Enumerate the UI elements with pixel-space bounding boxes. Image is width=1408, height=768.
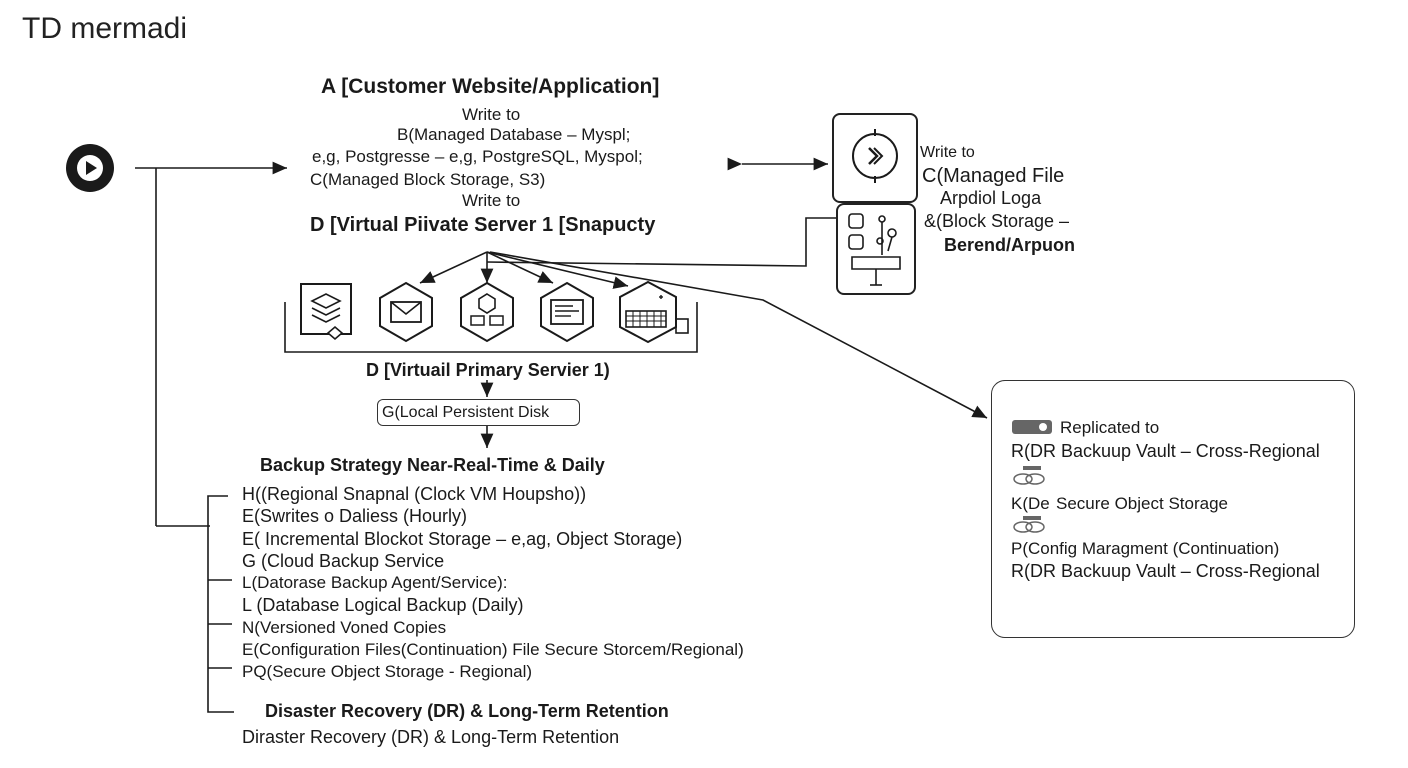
- secure-prefix: K(De: [1011, 494, 1050, 513]
- local-disk-node[interactable]: G(Local Persistent Disk: [377, 399, 580, 426]
- diagram-title: TD mermadi: [22, 12, 188, 45]
- file-storage-line-4: Berend/Arpuon: [944, 235, 1076, 255]
- backup-item: L (Database Logical Backup (Daily): [242, 595, 524, 615]
- backup-item: PQ(Secure Object Storage - Regional): [242, 662, 533, 681]
- fan-arrow-1: [419, 251, 488, 284]
- dr-heading: Disaster Recovery (DR) & Long-Term Reten…: [265, 701, 669, 721]
- services-bracket: [284, 302, 698, 353]
- vps-snapshot-label: D [Virtual Piivate Server 1 [Snapucty: [310, 214, 656, 236]
- toggle-switch-icon: [1012, 420, 1052, 434]
- file-write-to-label: Write to: [920, 144, 975, 161]
- mail-icon[interactable]: [376, 280, 436, 344]
- fan-arrow-3: [486, 251, 554, 284]
- db-line-2: e,g, Postgresse – e,g, PostgreSQL, Myspo…: [312, 147, 643, 166]
- backup-item: E( Incremental Blockot Storage – e,ag, O…: [242, 529, 683, 549]
- cube-icon[interactable]: [457, 280, 517, 344]
- config-management: P(Config Maragment (Continuation): [1011, 539, 1280, 558]
- database-node[interactable]: [836, 203, 916, 295]
- backup-item: H((Regional Snapnal (Clock VM Houpsho)): [242, 484, 587, 504]
- backup-item: N(Versioned Voned Copies: [242, 618, 447, 637]
- replicated-label: Replicated to: [1060, 418, 1160, 437]
- dr-vault-2: R(DR Backuup Vault – Cross-Regional: [1011, 561, 1320, 581]
- backup-item: E(Configuration Files(Continuation) File…: [242, 640, 744, 659]
- backup-list-bracket: [207, 495, 234, 713]
- keyboard-icon[interactable]: [616, 279, 692, 345]
- backup-item: L(Datorase Backup Agent/Service):: [242, 573, 508, 592]
- dr-subheading: Diraster Recovery (DR) & Long-Term Reten…: [242, 727, 620, 747]
- backup-heading: Backup Strategy Near-Real-Time & Daily: [260, 455, 605, 475]
- snapshot-to-db-line: [486, 217, 836, 267]
- db-line-3: C(Managed Block Storage, S3): [310, 170, 546, 189]
- bracket-ticks: [208, 579, 232, 669]
- fan-arrow-4: [486, 251, 629, 289]
- to-dr-panel-arrow: [489, 251, 988, 419]
- document-icon[interactable]: [537, 280, 597, 344]
- backup-item: E(Swrites o Daliess (Hourly): [242, 506, 468, 526]
- file-storage-node[interactable]: [832, 113, 918, 203]
- db-line-1: B(Managed Database – Myspl;: [397, 125, 631, 144]
- play-circle-icon[interactable]: [64, 142, 116, 194]
- database-tree-icon: [848, 213, 901, 286]
- write-to-label-1: Write to: [462, 105, 521, 124]
- file-storage-line-1: C(Managed File: [922, 165, 1065, 187]
- secure-object-storage: Secure Object Storage: [1056, 494, 1228, 513]
- app-title: A [Customer Website/Application]: [321, 75, 660, 98]
- local-disk-label: G(Local Persistent Disk: [382, 404, 550, 421]
- dr-panel: Replicated to R(DR Backuup Vault – Cross…: [991, 380, 1355, 638]
- backup-item: G (Cloud Backup Service: [242, 551, 445, 571]
- chain-link-icon: [1013, 466, 1045, 485]
- layers-icon[interactable]: [298, 281, 354, 345]
- write-to-label-2: Write to: [462, 191, 521, 210]
- dr-vault-1: R(DR Backuup Vault – Cross-Regional: [1011, 441, 1320, 461]
- file-storage-line-2: Arpdiol Loga: [940, 188, 1042, 208]
- chevron-target-icon: [852, 129, 898, 183]
- chain-link-icon: [1013, 516, 1045, 533]
- primary-server-label: D [Virtuail Primary Servier 1): [366, 360, 610, 380]
- file-storage-line-3: &(Block Storage –: [924, 211, 1070, 231]
